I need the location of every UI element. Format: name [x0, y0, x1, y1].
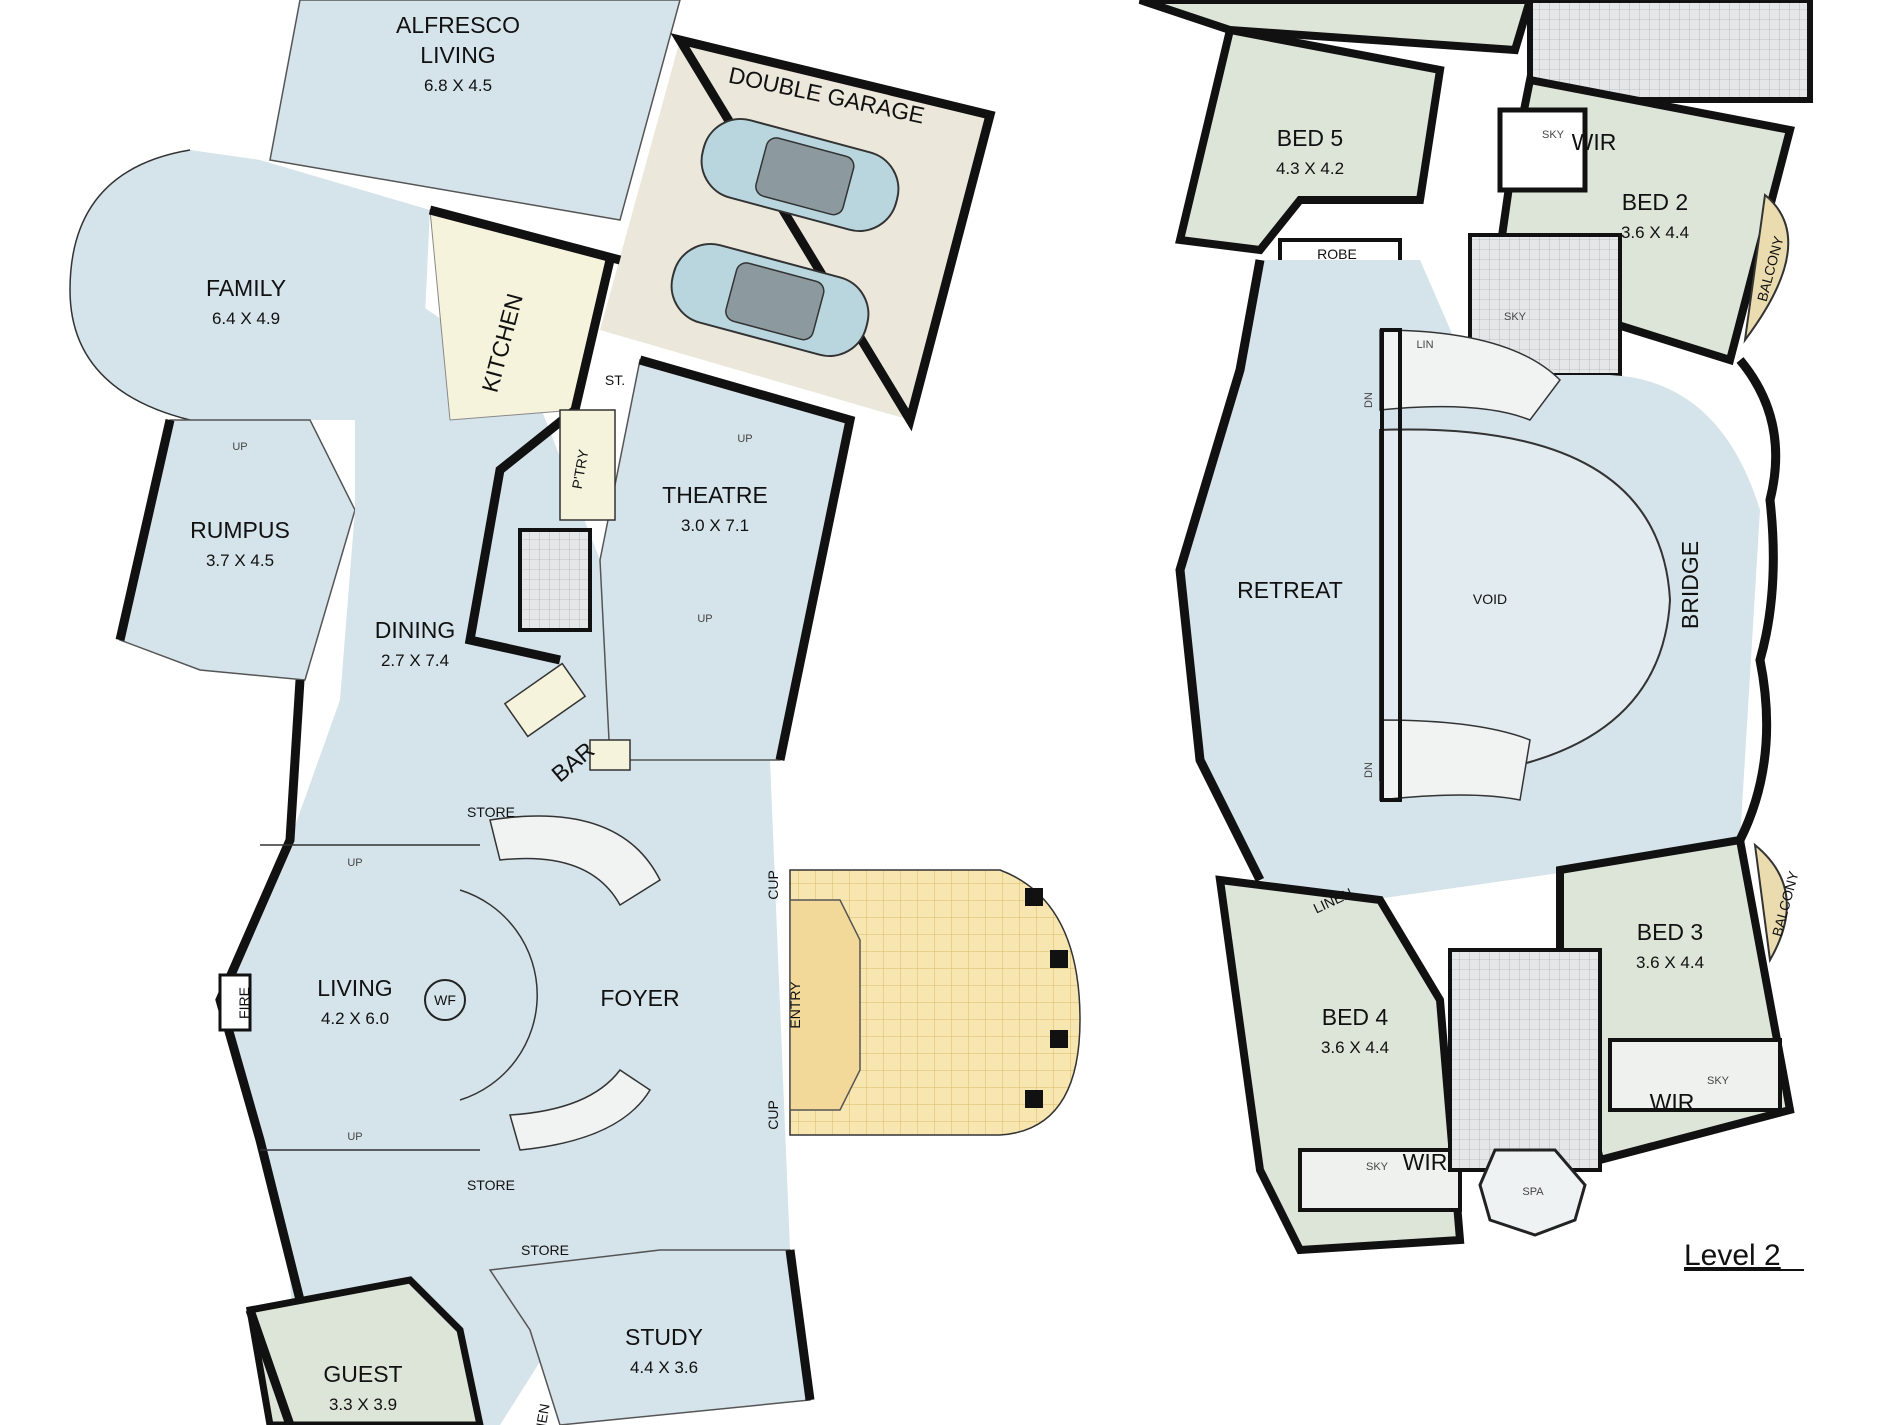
living-name: LIVING: [317, 975, 392, 1001]
car-2: [670, 243, 870, 357]
balcony-1-shape: [1743, 193, 1790, 344]
bed3-name: BED 3: [1637, 919, 1703, 945]
alfresco-name-2: LIVING: [420, 42, 495, 68]
bed5-floor: [1175, 25, 1445, 255]
bed2-dim: 3.6 X 4.4: [1621, 223, 1689, 242]
linen-label-1: LINEN: [530, 1402, 553, 1425]
rumpus-dim: 3.7 X 4.5: [206, 551, 274, 570]
bed5-dim: 4.3 X 4.2: [1276, 159, 1344, 178]
alfresco-name-1: ALFRESCO: [396, 12, 520, 38]
stair-dn-label: DN: [1363, 392, 1375, 408]
guest-name: GUEST: [323, 1361, 402, 1387]
wir-label-1: WIR: [1572, 129, 1617, 155]
sky-label-2: SKY: [1504, 311, 1527, 323]
study-dim: 4.4 X 3.6: [630, 1358, 698, 1377]
robe-label: ROBE: [1317, 246, 1357, 262]
store-label-3: STORE: [521, 1242, 569, 1258]
guest-dim: 3.3 X 3.9: [329, 1395, 397, 1414]
sky-label-3: SKY: [1366, 1161, 1389, 1173]
void-name: VOID: [1473, 591, 1507, 607]
dining-dim: 2.7 X 7.4: [381, 651, 449, 670]
cup-label-1: CUP: [765, 870, 781, 900]
theatre-floor: [599, 359, 851, 761]
bed2-name: BED 2: [1622, 189, 1688, 215]
bed4-dim: 3.6 X 4.4: [1321, 1038, 1389, 1057]
pantry-label: P'TRY: [569, 448, 592, 491]
sky-label-1: SKY: [1542, 129, 1565, 141]
spa-tub: [1478, 1148, 1587, 1237]
store-label-1: STORE: [467, 804, 515, 820]
wir-label-3: WIR: [1650, 1089, 1695, 1115]
alfresco-floor: [269, 0, 681, 221]
guest-floor: [245, 1276, 484, 1425]
stair-up-label: UP: [232, 441, 247, 453]
balcony-2-shape: [1753, 842, 1788, 964]
stair-up-label: UP: [697, 613, 712, 625]
rumpus-floor: [119, 419, 356, 681]
bed5-name: BED 5: [1277, 125, 1343, 151]
store-label-2: STORE: [467, 1177, 515, 1193]
living-dim: 4.2 X 6.0: [321, 1009, 389, 1028]
stair-up-label: UP: [347, 1131, 362, 1143]
fire-label: FIRE: [236, 987, 252, 1019]
level-1: ALFRESCO LIVING 6.8 X 4.5 DOUBLE GARAGE …: [69, 0, 1081, 1425]
spa-label: SPA: [1522, 1186, 1544, 1198]
stair-up-label: UP: [737, 433, 752, 445]
alfresco-dim: 6.8 X 4.5: [424, 76, 492, 95]
theatre-name: THEATRE: [662, 482, 768, 508]
bridge-name: BRIDGE: [1677, 541, 1703, 629]
family-floor: [70, 150, 430, 420]
retreat-name: RETREAT: [1237, 577, 1343, 603]
level-2: BED 5 4.3 X 4.2 ROBE WIR SKY BED 2 3.6 X…: [1138, 0, 1813, 1272]
sky-label-4: SKY: [1707, 1075, 1730, 1087]
stair-up-label: UP: [347, 857, 362, 869]
rumpus-name: RUMPUS: [190, 517, 290, 543]
dining-name: DINING: [375, 617, 456, 643]
st-label: ST.: [605, 372, 625, 388]
study-name: STUDY: [625, 1324, 703, 1350]
wf-label: WF: [434, 992, 456, 1008]
bed3-dim: 3.6 X 4.4: [1636, 953, 1704, 972]
theatre-dim: 3.0 X 7.1: [681, 516, 749, 535]
family-dim: 6.4 X 4.9: [212, 309, 280, 328]
wir-label-2: WIR: [1403, 1149, 1448, 1175]
entry-label: ENTRY: [787, 981, 803, 1029]
level-2-title: Level 2: [1684, 1239, 1781, 1272]
foyer-name: FOYER: [600, 985, 679, 1011]
lin-label: LIN: [1416, 339, 1433, 351]
cup-label-2: CUP: [765, 1100, 781, 1130]
car-1: [700, 118, 900, 232]
bed4-name: BED 4: [1322, 1004, 1389, 1030]
family-name: FAMILY: [206, 275, 286, 301]
stair-dn-label: DN: [1363, 762, 1375, 778]
